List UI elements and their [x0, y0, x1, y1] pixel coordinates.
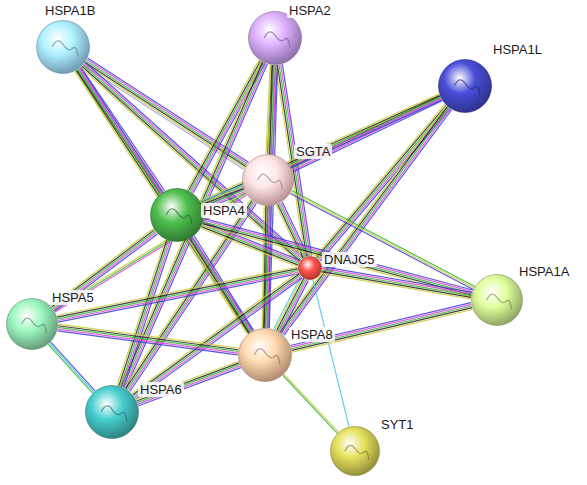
evidence-stripe	[322, 268, 472, 294]
protein-node: HSPA2	[248, 11, 302, 65]
evidence-stripe	[136, 361, 238, 399]
evidence-stripe	[322, 270, 472, 296]
protein-node: HSPA6	[85, 385, 139, 439]
protein-label: HSPA4	[201, 203, 247, 218]
node-sphere	[6, 298, 58, 350]
evidence-stripe	[122, 241, 170, 387]
evidence-stripe	[283, 375, 337, 433]
evidence-stripe	[120, 241, 168, 387]
protein-label: SGTA	[294, 144, 332, 159]
evidence-stripe	[121, 62, 262, 386]
evidence-stripe	[203, 224, 472, 295]
evidence-stripe	[262, 206, 264, 328]
protein-node: HSPA5	[6, 298, 58, 350]
protein-label: HSPA8	[289, 327, 335, 342]
node-sphere	[85, 385, 139, 439]
evidence-stripe	[124, 242, 172, 388]
node-sphere	[471, 274, 523, 326]
interaction-edge	[283, 374, 339, 433]
evidence-stripe	[201, 95, 440, 202]
interaction-edge	[274, 277, 309, 333]
interaction-edge	[321, 267, 472, 299]
evidence-stripe	[316, 105, 446, 257]
interaction-edge	[313, 280, 349, 427]
evidence-stripe	[119, 240, 167, 386]
interaction-edge	[136, 361, 241, 406]
node-sphere	[238, 328, 292, 382]
node-sphere	[242, 154, 294, 206]
evidence-stripe	[134, 275, 300, 396]
evidence-stripe	[81, 68, 299, 263]
evidence-stripe	[322, 267, 472, 293]
protein-node: DNAJC5	[298, 256, 322, 280]
interaction-edge	[290, 191, 475, 290]
protein-node: HSPA1A	[471, 274, 523, 326]
evidence-stripe	[135, 276, 301, 397]
evidence-stripe	[202, 225, 471, 296]
evidence-stripe	[200, 94, 439, 201]
node-sphere	[248, 11, 302, 65]
evidence-stripe	[48, 344, 92, 393]
evidence-stripe	[282, 109, 450, 335]
evidence-stripe	[321, 273, 471, 299]
interaction-edge	[117, 240, 172, 388]
evidence-stripe	[58, 324, 238, 348]
evidence-stripe	[117, 240, 165, 386]
interaction-edge	[262, 206, 271, 328]
evidence-stripe	[202, 99, 441, 206]
node-sphere	[298, 256, 322, 280]
protein-node: HSPA4	[150, 188, 204, 242]
interaction-edge	[57, 324, 238, 355]
evidence-stripe	[315, 104, 445, 256]
evidence-stripe	[284, 110, 452, 336]
evidence-stripe	[290, 194, 473, 290]
evidence-stripe	[322, 272, 472, 298]
protein-label: HSPA1A	[517, 264, 571, 279]
evidence-stripe	[138, 366, 240, 404]
protein-node: HSPA1B	[36, 20, 90, 74]
evidence-stripe	[280, 107, 448, 333]
evidence-stripe	[58, 327, 238, 351]
evidence-stripe	[79, 69, 251, 332]
node-sphere	[36, 20, 90, 74]
protein-label: SYT1	[379, 417, 416, 432]
evidence-stripe	[313, 280, 349, 427]
protein-label: HSPA1L	[491, 42, 544, 57]
evidence-stripe	[58, 326, 238, 350]
node-sphere	[438, 59, 492, 113]
evidence-stripe	[278, 279, 305, 331]
interaction-edge	[48, 342, 95, 393]
evidence-stripe	[281, 108, 449, 334]
protein-label: HSPA5	[50, 290, 96, 305]
protein-label: HSPA6	[138, 382, 184, 397]
evidence-stripe	[138, 368, 240, 406]
evidence-stripe	[137, 363, 239, 401]
evidence-stripe	[202, 97, 441, 204]
evidence-stripe	[51, 342, 95, 391]
protein-label: HSPA2	[287, 3, 333, 18]
evidence-stripe	[136, 278, 302, 399]
evidence-stripe	[278, 106, 446, 332]
evidence-stripe	[284, 374, 338, 432]
protein-node: SGTA	[242, 154, 294, 206]
interaction-edge	[132, 272, 302, 399]
node-sphere	[330, 426, 380, 476]
protein-label: DNAJC5	[322, 252, 377, 267]
protein-node: SYT1	[330, 426, 380, 476]
evidence-stripe	[57, 331, 237, 355]
protein-node: HSPA1L	[438, 59, 492, 113]
evidence-stripe	[51, 229, 154, 306]
interaction-edge	[278, 106, 451, 336]
evidence-stripe	[49, 343, 93, 392]
evidence-stripe	[137, 364, 239, 402]
evidence-stripe	[58, 329, 238, 353]
node-sphere	[150, 188, 204, 242]
protein-label: HSPA1B	[43, 3, 97, 18]
protein-node: HSPA8	[238, 328, 292, 382]
